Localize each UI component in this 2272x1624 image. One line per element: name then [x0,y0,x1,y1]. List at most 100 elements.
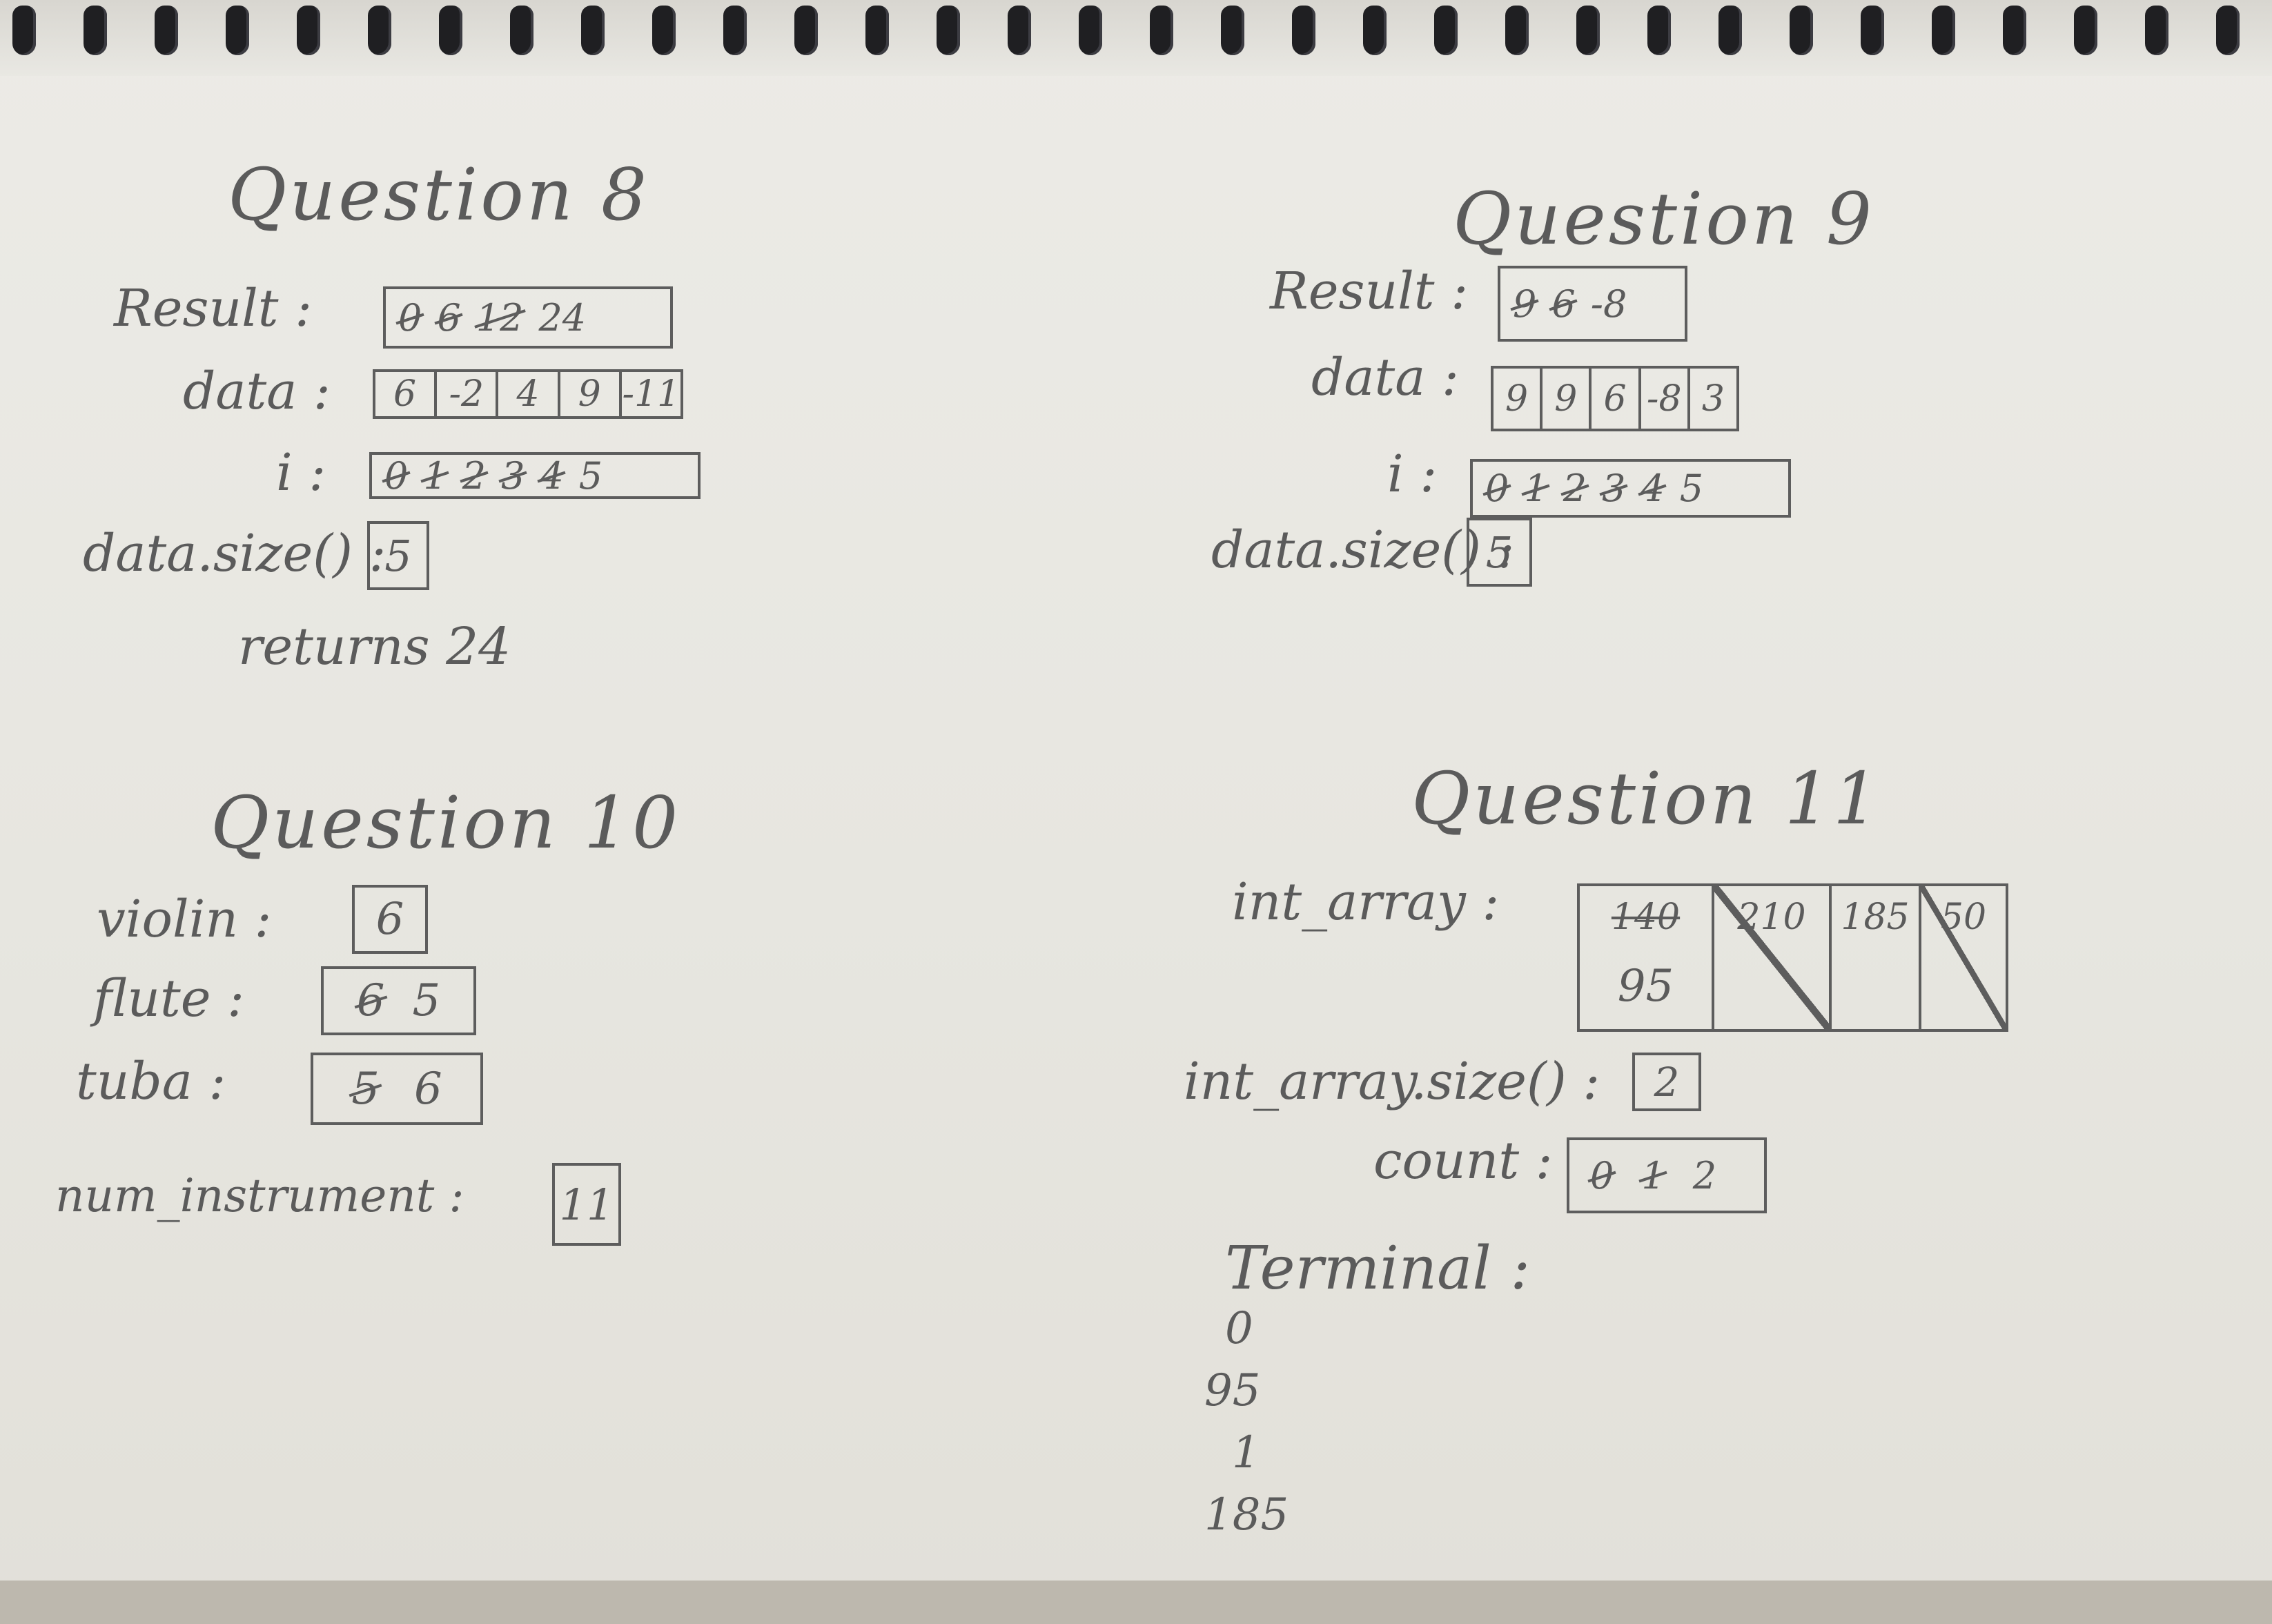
binding-hole [652,6,676,55]
q9-size-label: data.size() : [1211,520,1515,580]
binding-hole [368,6,391,55]
binding-hole [1790,6,1813,55]
q11-heading: Question 11 [1411,756,1882,841]
q10-flute-box: 6 5 [321,966,476,1035]
q10-num-label: num_instrument : [55,1169,464,1222]
binding-hole [723,6,747,55]
terminal-line: 1 [1232,1427,1260,1478]
q8-result-item: 6 [437,295,461,340]
q11-array-cell: 185 [1832,886,1921,1029]
q11-cell-old-value: 140 [1611,897,1681,938]
binding-hole [1932,6,1955,55]
q8-result-item: 24 [538,295,587,340]
q11-cell-old-value: 210 [1737,897,1806,938]
binding-hole [510,6,533,55]
q11-array-cell: 50 [1921,886,2006,1029]
q9-data-cell: 3 [1701,378,1725,420]
q9-data-cell: 9 [1543,369,1592,429]
binding-hole [865,6,889,55]
q11-cell-new-value: 95 [1617,961,1674,1012]
q9-i-label: i : [1387,444,1438,504]
spiral-binding [0,0,2272,76]
q8-size-box: 5 [367,521,429,590]
binding-hole [1505,6,1529,55]
q8-data-cell: -2 [437,372,499,416]
q8-returns-text: returns 24 [238,617,511,676]
q10-violin-value: 6 [375,894,404,945]
binding-hole [2145,6,2168,55]
binding-hole [1150,6,1173,55]
q9-size-box: 5 [1467,518,1532,587]
q8-i-item: 4 [540,453,564,498]
q8-result-label: Result : [114,279,313,338]
q8-i-item: 1 [423,453,447,498]
q8-data-cell: 9 [560,372,622,416]
terminal-line: 95 [1204,1365,1261,1416]
binding-hole [297,6,320,55]
binding-hole [794,6,818,55]
binding-hole [1718,6,1742,55]
q10-tuba-new-value: 6 [414,1063,442,1115]
q9-heading: Question 9 [1453,177,1875,261]
binding-hole [1008,6,1031,55]
q10-flute-old-value: 6 [356,975,385,1026]
q8-result-item: 12 [476,295,524,340]
q9-i-item: 0 [1485,467,1509,510]
q10-heading: Question 10 [210,781,681,865]
q9-result-item: 6 [1551,282,1576,326]
q8-data-label: data : [183,362,331,421]
q8-data-cell: 6 [375,372,438,416]
q9-data-cell: -8 [1641,369,1690,429]
q9-result-item: 9 [1513,282,1537,326]
q9-data-label: data : [1311,348,1459,407]
q10-tuba-label: tuba : [76,1052,226,1111]
binding-hole [581,6,605,55]
q11-count-item: 2 [1692,1153,1717,1197]
q9-i-item: 2 [1563,467,1587,510]
q11-count-item: 0 [1590,1153,1614,1197]
q11-count-label: count : [1373,1131,1553,1191]
binding-hole [937,6,960,55]
binding-hole [1861,6,1884,55]
q8-data-cell: 4 [498,372,560,416]
q8-result-item: 0 [398,295,422,340]
q8-i-item: 0 [384,453,409,498]
terminal-line: 185 [1204,1489,1289,1540]
binding-hole [1434,6,1458,55]
q11-array-cell: 210 [1714,886,1832,1029]
q10-flute-label: flute : [93,969,245,1028]
q10-flute-new-value: 5 [412,975,441,1026]
q10-tuba-old-value: 5 [351,1063,380,1115]
q8-i-label: i : [276,443,326,502]
binding-hole [155,6,178,55]
q10-tuba-box: 5 6 [311,1053,483,1125]
q11-array-cell: 140 95 [1580,886,1714,1029]
binding-hole [226,6,249,55]
binding-hole [439,6,462,55]
binding-hole [12,6,36,55]
q9-i-item: 1 [1524,467,1548,510]
binding-hole [1079,6,1102,55]
q11-array-label: int_array : [1232,872,1500,932]
binding-hole [2216,6,2240,55]
q10-violin-box: 6 [352,885,428,954]
q11-int-array: 140 95 210 185 50 [1577,883,2008,1032]
q9-i-item: 5 [1679,467,1704,510]
binding-hole [1647,6,1671,55]
q10-num-box: 11 [552,1163,621,1246]
q11-cell-old-value: 50 [1940,897,1987,938]
q8-i-item: 3 [501,453,525,498]
q9-result-item: -8 [1590,282,1627,326]
binding-hole [1576,6,1600,55]
